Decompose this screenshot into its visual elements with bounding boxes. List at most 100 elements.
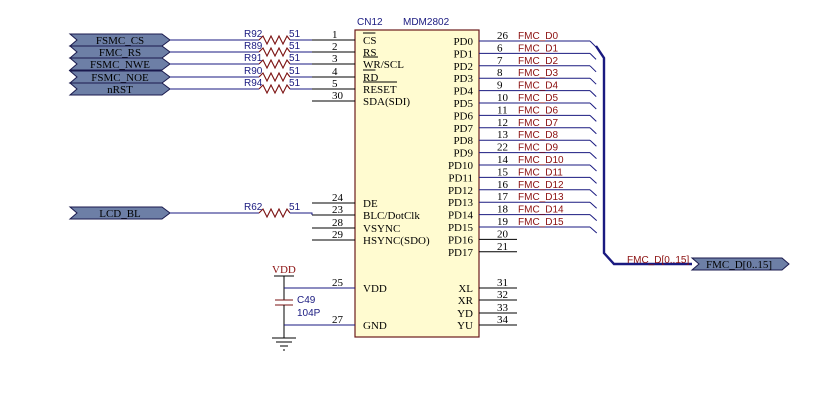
resistor-value: 51 <box>289 66 301 77</box>
bus-entry <box>589 164 597 172</box>
resistor-value: 51 <box>289 41 301 52</box>
pin-number: 32 <box>497 289 508 301</box>
resistor-designator: R91 <box>244 53 263 64</box>
bus-entry <box>589 226 598 234</box>
net-label: FMC_D15 <box>518 217 564 228</box>
net-label: FMC_D10 <box>518 155 564 166</box>
bus-entry <box>589 177 597 184</box>
port-label: nRST <box>107 84 133 96</box>
pin-name: PD0 <box>453 36 473 48</box>
port-label: FSMC_NWE <box>90 59 150 71</box>
bus-entry <box>589 201 597 209</box>
pin-name: PD9 <box>453 148 473 160</box>
pin-number: 26 <box>497 30 509 42</box>
bus-output-port[interactable]: FMC_D[0..15] <box>690 257 790 271</box>
bus-entry <box>589 152 597 159</box>
capacitor-value: 104P <box>297 308 321 319</box>
pin-number: 21 <box>497 241 508 253</box>
resistor-designator: R94 <box>244 78 263 89</box>
data-bus[interactable] <box>589 40 692 266</box>
pin-number: 15 <box>497 166 509 178</box>
ic-body[interactable] <box>354 29 480 338</box>
bus-trunk[interactable] <box>595 45 692 266</box>
net-label: FMC_D14 <box>518 205 564 216</box>
resistor-value: 51 <box>289 202 301 213</box>
resistor-icon <box>258 207 291 219</box>
resistor-icon <box>258 58 291 70</box>
pin-name: PD2 <box>453 61 473 73</box>
port-label: LCD_BL <box>99 208 141 220</box>
input-port-nrst[interactable]: nRST R94 51 <box>68 78 312 96</box>
capacitor-designator: C49 <box>297 295 316 306</box>
port-label: FSMC_CS <box>96 35 144 47</box>
pin-number: 16 <box>497 179 509 191</box>
pin-number: 33 <box>497 302 509 314</box>
pin-number: 34 <box>497 314 509 326</box>
resistor-icon <box>258 83 291 95</box>
net-label: FMC_D3 <box>518 68 558 79</box>
pin-number: 29 <box>332 229 344 241</box>
pin-number: 23 <box>332 204 344 216</box>
pin-number: 13 <box>497 129 509 141</box>
pin-number: 5 <box>332 78 338 90</box>
pin-name: PD13 <box>448 197 474 209</box>
pin-name: PD11 <box>448 172 473 184</box>
resistor-value: 51 <box>289 78 301 89</box>
bus-entry <box>589 40 597 48</box>
vdd-label: VDD <box>272 264 296 276</box>
pin-name: PD7 <box>453 123 473 135</box>
resistor-designator: R62 <box>244 202 263 213</box>
port-shape <box>68 57 171 71</box>
pin-name: VSYNC <box>363 223 400 235</box>
pin-number: 7 <box>497 55 503 67</box>
resistor-value: 51 <box>289 29 301 40</box>
net-label: FMC_D13 <box>518 192 564 203</box>
input-port-lcd-bl[interactable]: LCD_BL R62 51 <box>68 202 313 220</box>
pin-name: PD3 <box>453 73 473 85</box>
bus-entry <box>589 127 597 135</box>
pin-number: 14 <box>497 154 509 166</box>
pin-number: 20 <box>497 228 509 240</box>
port-shape <box>68 82 171 96</box>
bus-entry <box>589 189 597 197</box>
net-label: FMC_D4 <box>518 81 558 92</box>
bus-entry <box>589 53 597 60</box>
pin-number: 12 <box>497 117 508 129</box>
